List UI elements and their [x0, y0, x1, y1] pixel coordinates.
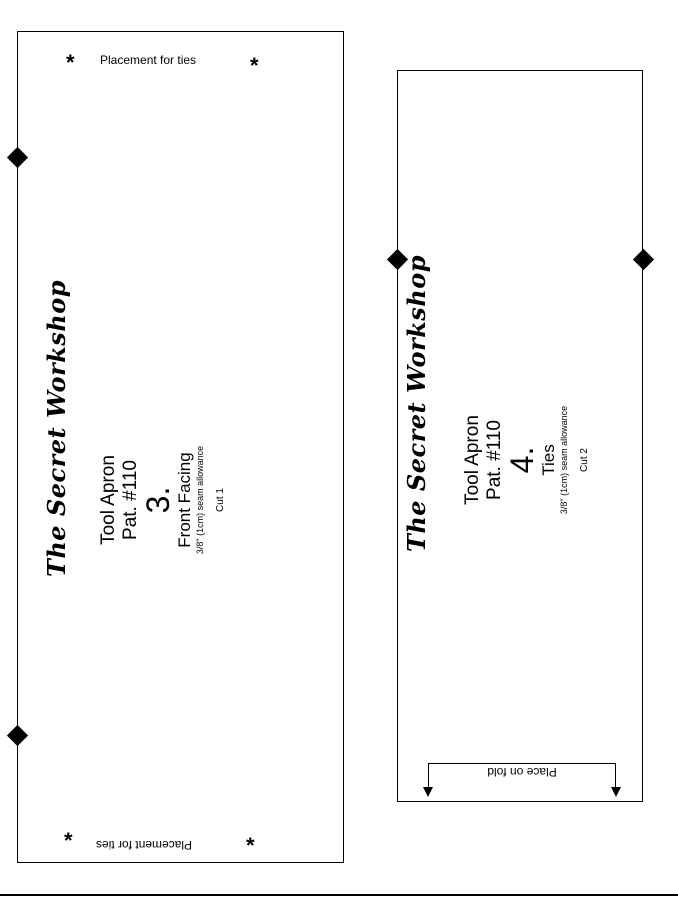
piece-name: Ties — [539, 444, 559, 476]
pattern-title: Tool Apron — [98, 455, 119, 545]
seam-allowance: 3/8" (1cm) seam allowance — [558, 405, 569, 515]
piece-label-block: Tool Apron Pat. #110 4. Ties 3/8" (1cm) … — [462, 340, 591, 580]
cut-quantity: Cut 1 — [215, 488, 227, 512]
pattern-title: Tool Apron — [462, 415, 483, 505]
arrow-down-icon — [611, 787, 621, 797]
front-facing-pattern-piece — [17, 31, 344, 863]
tie-placement-mark: * — [66, 50, 75, 75]
piece-number: 3. — [139, 486, 176, 514]
pattern-number: Pat. #110 — [483, 420, 505, 500]
tie-placement-label: Placement for ties — [100, 53, 197, 67]
brand-logo-text: The Secret Workshop — [42, 279, 71, 577]
piece-name: Front Facing — [175, 452, 195, 548]
place-on-fold-label: Place on fold — [487, 765, 557, 779]
piece-number: 4. — [503, 446, 540, 474]
arrow-down-icon — [423, 787, 433, 797]
fold-line-bracket — [428, 763, 616, 787]
tie-placement-mark: * — [246, 833, 255, 858]
page-bottom-rule — [0, 894, 678, 896]
tie-placement-label: Placement for ties — [96, 838, 193, 852]
seam-allowance: 3/8" (1cm) seam allowance — [194, 445, 205, 555]
pattern-number: Pat. #110 — [119, 460, 141, 540]
tie-placement-mark: * — [64, 828, 73, 853]
cut-quantity: Cut 2 — [579, 448, 591, 472]
tie-placement-mark: * — [250, 53, 259, 78]
piece-label-block: Tool Apron Pat. #110 3. Front Facing 3/8… — [98, 380, 227, 620]
brand-logo-text: The Secret Workshop — [402, 254, 431, 552]
ties-pattern-piece — [397, 70, 643, 802]
